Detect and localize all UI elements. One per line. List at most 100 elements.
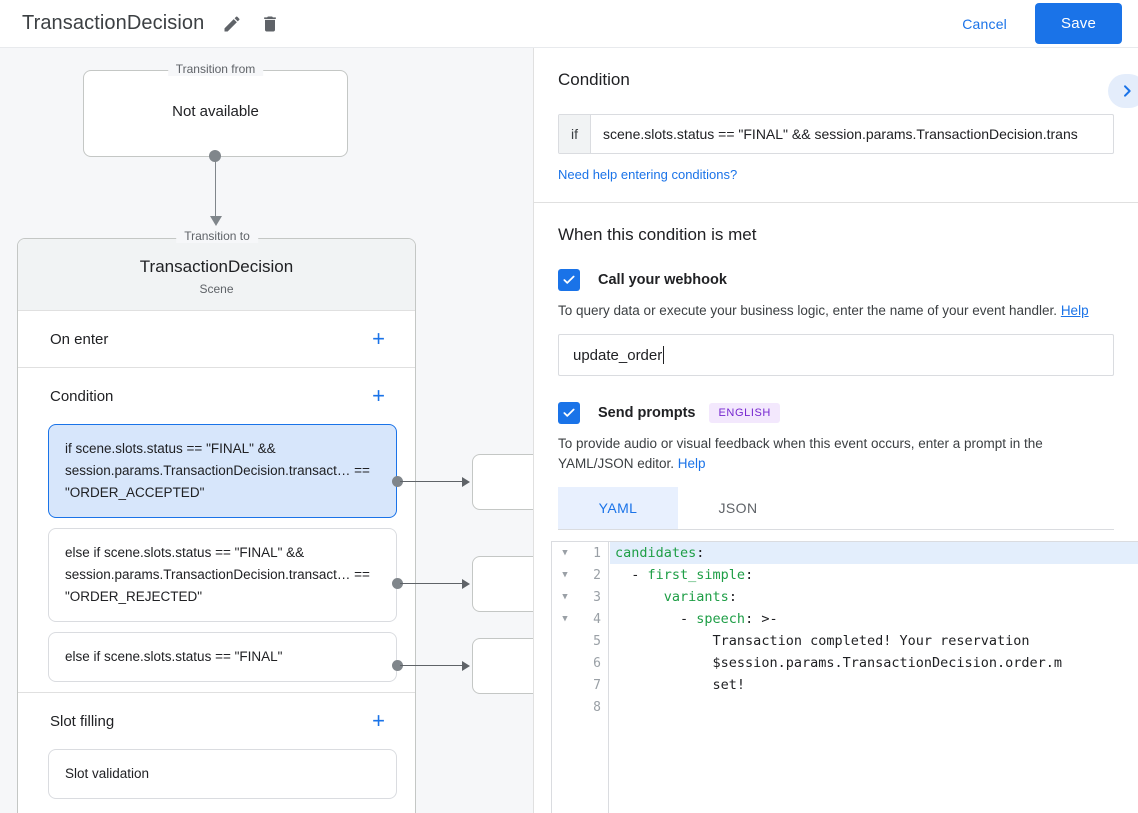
- condition-connector-arrow-1-icon: [462, 477, 470, 487]
- scene-header: TransactionDecision Scene: [18, 239, 415, 311]
- call-webhook-label: Call your webhook: [598, 272, 727, 288]
- flow-arrow-head-icon: [210, 216, 222, 226]
- top-toolbar: TransactionDecision Cancel Save: [0, 0, 1138, 48]
- condition-input[interactable]: scene.slots.status == "FINAL" && session…: [603, 126, 1078, 142]
- fold-arrow-icon[interactable]: ▼: [562, 614, 568, 624]
- editor-gutter-line: 8: [552, 696, 608, 718]
- editor-line-number: 1: [593, 545, 601, 561]
- target-node-1[interactable]: [472, 454, 533, 510]
- condition-section: Condition if scene.slots.status == "FINA…: [534, 48, 1138, 203]
- transition-to-legend: Transition to: [176, 229, 258, 243]
- webhook-hint-text: To query data or execute your business l…: [558, 303, 1061, 318]
- divider: [18, 692, 415, 693]
- add-slot-filling-icon[interactable]: +: [372, 708, 385, 733]
- editor-code-line[interactable]: - speech: >-: [680, 611, 778, 627]
- section-slot-filling[interactable]: Slot filling +: [18, 693, 415, 749]
- condition-chip-1[interactable]: if scene.slots.status == "FINAL" && sess…: [48, 424, 397, 518]
- editor-gutter-line: ▼2: [552, 564, 608, 586]
- editor-code-line[interactable]: set!: [712, 677, 746, 693]
- condition-connector-line-3: [400, 665, 464, 666]
- language-badge: ENGLISH: [709, 403, 780, 423]
- editor-line-number: 8: [593, 699, 601, 715]
- webhook-hint: To query data or execute your business l…: [558, 301, 1114, 321]
- section-on-enter-label: On enter: [50, 330, 109, 348]
- send-prompts-label: Send prompts: [598, 405, 696, 421]
- fold-arrow-icon[interactable]: ▼: [562, 570, 568, 580]
- text-cursor: [663, 346, 665, 364]
- condition-heading: Condition: [558, 70, 630, 89]
- editor-code-line[interactable]: variants:: [663, 589, 737, 605]
- editor-code-line[interactable]: Transaction completed! Your reservation: [712, 633, 1030, 649]
- condition-connector-arrow-2-icon: [462, 579, 470, 589]
- editor-gutter-line: ▼4: [552, 608, 608, 630]
- trash-icon[interactable]: [256, 10, 284, 38]
- prompts-hint-text: To provide audio or visual feedback when…: [558, 436, 1043, 471]
- section-slot-filling-label: Slot filling: [50, 712, 115, 730]
- add-on-enter-icon[interactable]: +: [372, 326, 385, 351]
- chevron-right-icon[interactable]: [1108, 74, 1138, 108]
- condition-chip-2[interactable]: else if scene.slots.status == "FINAL" &&…: [48, 528, 397, 622]
- section-condition-label: Condition: [50, 387, 114, 405]
- webhook-handler-input[interactable]: update_order: [558, 334, 1114, 376]
- editor-gutter-line: ▼1: [552, 542, 608, 564]
- fold-arrow-icon[interactable]: ▼: [562, 592, 568, 602]
- editor-gutter-line: 6: [552, 652, 608, 674]
- section-condition[interactable]: Condition +: [18, 368, 415, 424]
- editor-code-area[interactable]: candidates: - first_simple: variants: - …: [610, 542, 1138, 813]
- scene-type: Scene: [199, 282, 234, 296]
- editor-code-line[interactable]: $session.params.TransactionDecision.orde…: [712, 655, 1063, 671]
- transition-from-card[interactable]: Transition from Not available: [83, 62, 348, 157]
- condition-input-group[interactable]: if scene.slots.status == "FINAL" && sess…: [558, 114, 1114, 154]
- condition-chip-3[interactable]: else if scene.slots.status == "FINAL": [48, 632, 397, 682]
- when-condition-met-heading: When this condition is met: [558, 225, 757, 244]
- editor-code-line[interactable]: [610, 696, 1138, 718]
- send-prompts-checkbox[interactable]: [558, 402, 580, 424]
- editor-gutter-line: 5: [552, 630, 608, 652]
- pencil-icon[interactable]: [218, 10, 246, 38]
- webhook-help-link[interactable]: Help: [1060, 303, 1089, 318]
- section-on-enter[interactable]: On enter +: [18, 311, 415, 367]
- call-webhook-checkbox[interactable]: [558, 269, 580, 291]
- condition-connector-dot-2[interactable]: [392, 578, 403, 589]
- editor-line-number: 6: [593, 655, 601, 671]
- condition-connector-dot-3[interactable]: [392, 660, 403, 671]
- editor-gutter-line: ▼3: [552, 586, 608, 608]
- fold-arrow-icon[interactable]: ▼: [562, 548, 568, 558]
- prompts-hint: To provide audio or visual feedback when…: [558, 434, 1114, 474]
- when-condition-met-section: When this condition is met Call your web…: [534, 203, 1138, 530]
- transition-from-value: Not available: [172, 103, 259, 120]
- tab-yaml[interactable]: YAML: [558, 487, 678, 529]
- transition-to-card[interactable]: TransactionDecision Scene On enter + Con…: [17, 238, 416, 813]
- condition-connector-line-1: [400, 481, 464, 482]
- flow-canvas[interactable]: Transition from Not available Transactio…: [0, 48, 533, 813]
- editor-line-number: 5: [593, 633, 601, 649]
- slot-validation-chip[interactable]: Slot validation: [48, 749, 397, 799]
- editor-format-tabs: YAML JSON: [558, 487, 1114, 530]
- condition-connector-dot-1[interactable]: [392, 476, 403, 487]
- transition-from-legend: Transition from: [167, 62, 264, 76]
- prompts-help-link[interactable]: Help: [677, 456, 706, 471]
- target-node-2[interactable]: [472, 556, 533, 612]
- editor-code-line[interactable]: - first_simple:: [631, 567, 754, 583]
- condition-if-prefix: if: [559, 115, 591, 153]
- condition-connector-arrow-3-icon: [462, 661, 470, 671]
- editor-line-number: 7: [593, 677, 601, 693]
- editor-code-line[interactable]: candidates:: [610, 542, 1138, 564]
- target-node-3[interactable]: [472, 638, 533, 694]
- editor-gutter-line: 7: [552, 674, 608, 696]
- need-help-conditions-link[interactable]: Need help entering conditions?: [558, 167, 738, 182]
- page-title: TransactionDecision: [22, 12, 205, 34]
- editor-line-number: 2: [593, 567, 601, 583]
- cancel-button[interactable]: Cancel: [948, 7, 1021, 41]
- tab-json[interactable]: JSON: [718, 500, 758, 516]
- add-condition-icon[interactable]: +: [372, 383, 385, 408]
- webhook-handler-value: update_order: [573, 346, 663, 364]
- send-prompts-row[interactable]: Send prompts ENGLISH: [558, 402, 1114, 424]
- editor-line-number: 3: [593, 589, 601, 605]
- save-button[interactable]: Save: [1035, 3, 1122, 44]
- flow-arrow-line: [215, 156, 216, 219]
- call-webhook-row[interactable]: Call your webhook: [558, 269, 1114, 291]
